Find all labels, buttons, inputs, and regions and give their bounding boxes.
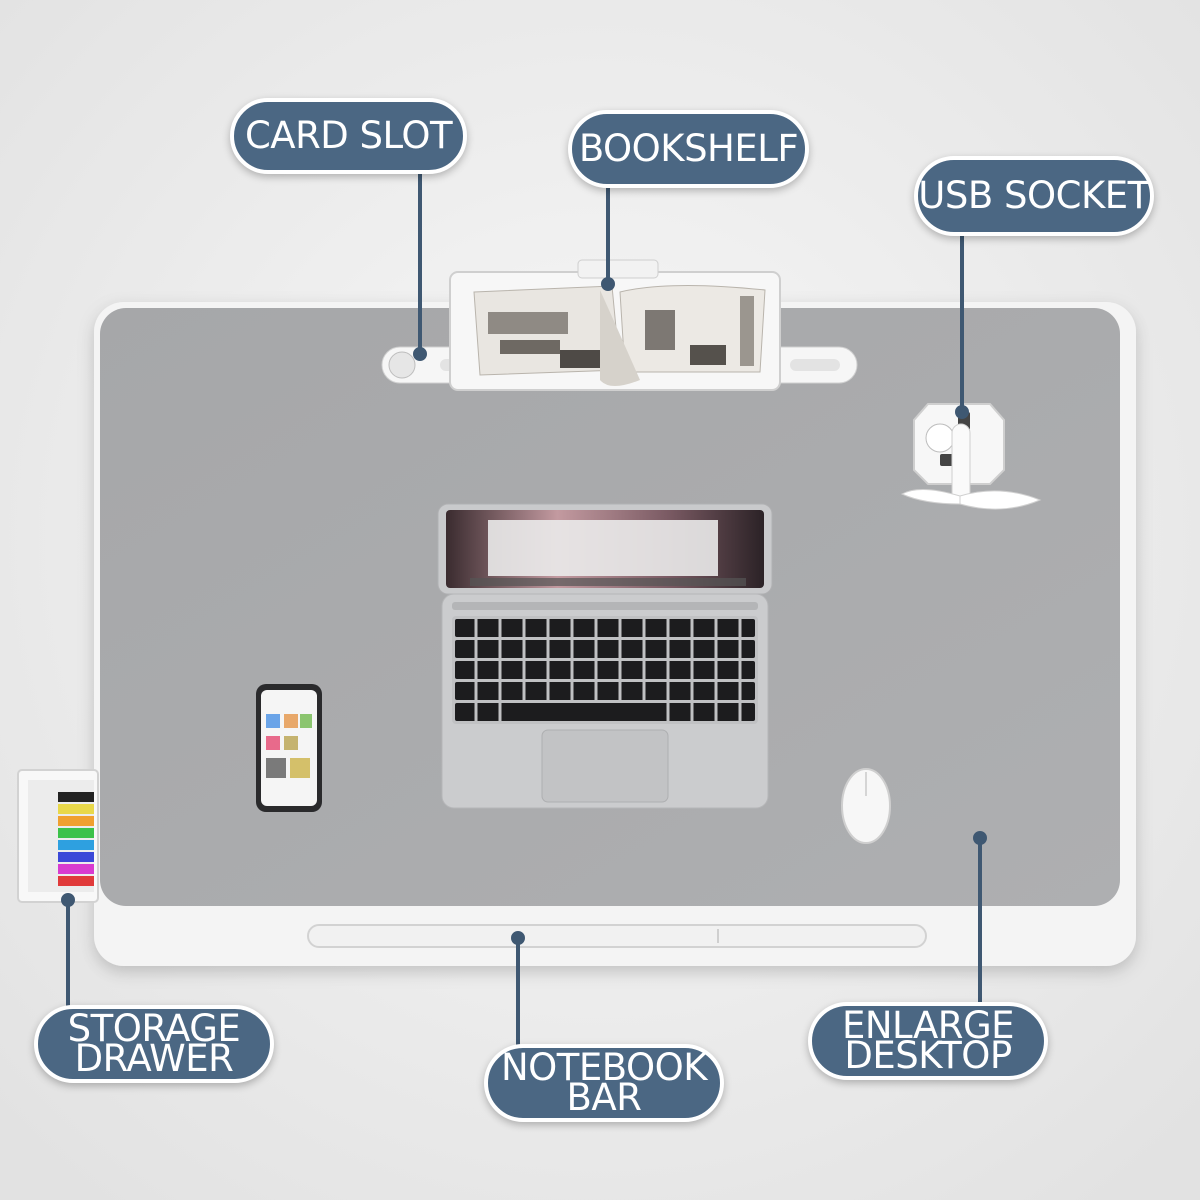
callout-lines xyxy=(61,168,987,1046)
mouse xyxy=(841,768,891,844)
storage-drawer xyxy=(17,769,99,903)
notebook-bar-label: NOTEBOOK BAR xyxy=(484,1044,724,1122)
laptop xyxy=(437,503,773,809)
smartphone xyxy=(256,684,322,812)
usb-fan xyxy=(900,423,1042,510)
laptop-trackpad xyxy=(541,729,669,803)
card-slot-label: CARD SLOT xyxy=(230,98,467,174)
bookshelf xyxy=(449,259,781,391)
notebook-bar xyxy=(307,924,927,948)
laptop-keyboard xyxy=(452,616,758,724)
bookshelf-label: BOOKSHELF xyxy=(568,110,809,188)
usb-socket-label: USB SOCKET xyxy=(914,156,1154,236)
storage-drawer-label: STORAGE DRAWER xyxy=(34,1005,274,1083)
enlarge-desktop-label: ENLARGE DESKTOP xyxy=(808,1002,1048,1080)
